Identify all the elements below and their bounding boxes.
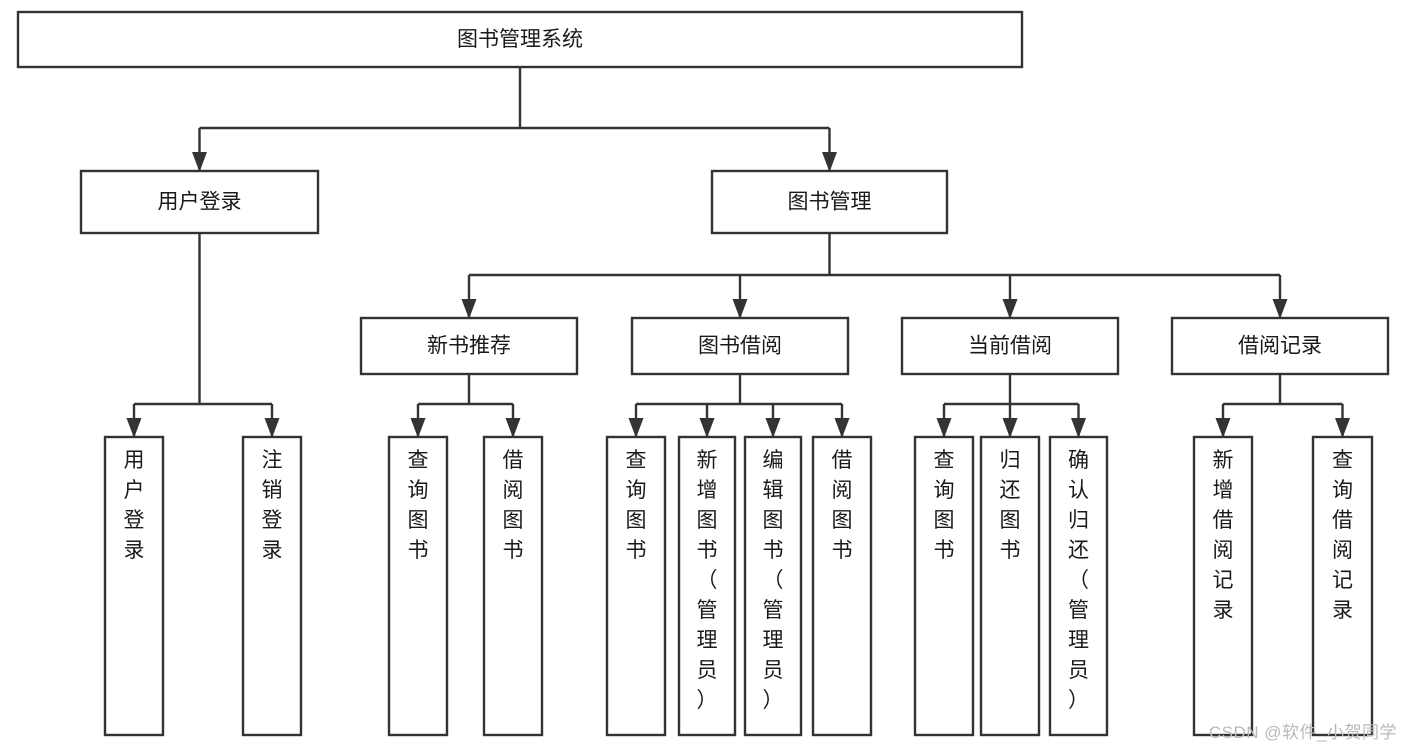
node-label-leaf-borrow-book-rec: 借阅图书 — [503, 449, 524, 562]
node-label-leaf-return-book: 归还图书 — [1000, 449, 1021, 562]
node-box-leaf-confirm-return-admin[interactable] — [1048, 435, 1109, 737]
node-label-leaf-add-borrow-record: 新增借阅记录 — [1213, 449, 1234, 622]
node-label-leaf-borrow-book: 借阅图书 — [832, 449, 853, 562]
arrow-icon-borrow-record — [1272, 299, 1288, 319]
node-box-leaf-borrow-book-rec[interactable] — [482, 435, 544, 737]
node-book-management[interactable]: 图书管理 — [710, 169, 949, 235]
arrow-icon-leaf-query-borrow-record — [1335, 418, 1350, 438]
node-leaf-edit-book-admin[interactable]: 编辑图书（管理员） — [743, 435, 803, 737]
connector-layer — [126, 67, 1350, 438]
node-label-root: 图书管理系统 — [457, 28, 583, 51]
node-label-leaf-user-login: 用户登录 — [124, 449, 145, 562]
node-box-book-borrow[interactable] — [630, 316, 850, 376]
node-label-user-login: 用户登录 — [158, 191, 242, 214]
node-label-borrow-record: 借阅记录 — [1238, 335, 1322, 358]
node-box-leaf-return-book[interactable] — [979, 435, 1041, 737]
arrow-icon-user-login — [192, 152, 207, 172]
node-label-leaf-logout-login: 注销登录 — [262, 449, 283, 562]
node-label-current-borrow: 当前借阅 — [968, 335, 1052, 358]
arrow-icon-leaf-query-book-cur — [936, 418, 952, 438]
node-borrow-record[interactable]: 借阅记录 — [1170, 316, 1390, 376]
node-box-current-borrow[interactable] — [900, 316, 1120, 376]
arrow-icon-current-borrow — [1002, 299, 1018, 319]
node-box-leaf-query-book-cur[interactable] — [913, 435, 975, 737]
arrow-icon-leaf-add-borrow-record — [1215, 418, 1231, 438]
node-leaf-query-book-rec[interactable]: 查询图书 — [387, 435, 449, 737]
node-new-book-recommend[interactable]: 新书推荐 — [359, 316, 579, 376]
node-label-leaf-edit-book-admin: 编辑图书（管理员） — [763, 449, 784, 712]
node-box-leaf-add-borrow-record[interactable] — [1192, 435, 1254, 737]
node-leaf-query-book-cur[interactable]: 查询图书 — [913, 435, 975, 737]
node-book-borrow[interactable]: 图书借阅 — [630, 316, 850, 376]
node-leaf-query-book-borrow[interactable]: 查询图书 — [605, 435, 667, 737]
node-label-leaf-add-book-admin: 新增图书（管理员） — [697, 449, 718, 712]
arrow-icon-leaf-confirm-return-admin — [1071, 418, 1086, 438]
arrow-icon-book-borrow — [732, 299, 748, 319]
node-leaf-add-book-admin[interactable]: 新增图书（管理员） — [677, 435, 737, 737]
node-current-borrow[interactable]: 当前借阅 — [900, 316, 1120, 376]
node-layer: 图书管理系统用户登录图书管理新书推荐图书借阅当前借阅借阅记录用户登录注销登录查询… — [16, 10, 1390, 737]
arrow-icon-book-management — [822, 152, 837, 172]
arrow-icon-new-book-recommend — [461, 299, 477, 319]
node-leaf-return-book[interactable]: 归还图书 — [979, 435, 1041, 737]
arrow-icon-leaf-logout-login — [264, 418, 280, 438]
node-box-leaf-borrow-book[interactable] — [811, 435, 873, 737]
arrow-icon-leaf-user-login — [126, 418, 142, 438]
node-leaf-borrow-book[interactable]: 借阅图书 — [811, 435, 873, 737]
node-label-new-book-recommend: 新书推荐 — [427, 335, 511, 358]
node-box-book-management[interactable] — [710, 169, 949, 235]
node-box-new-book-recommend[interactable] — [359, 316, 579, 376]
node-label-book-management: 图书管理 — [788, 191, 872, 214]
node-box-leaf-add-book-admin[interactable] — [677, 435, 737, 737]
node-label-leaf-query-book-cur: 查询图书 — [934, 449, 955, 562]
node-user-login[interactable]: 用户登录 — [79, 169, 320, 235]
node-box-borrow-record[interactable] — [1170, 316, 1390, 376]
node-box-leaf-query-book-borrow[interactable] — [605, 435, 667, 737]
arrow-icon-leaf-query-book-rec — [410, 418, 426, 438]
node-label-book-borrow: 图书借阅 — [698, 335, 782, 358]
node-leaf-logout-login[interactable]: 注销登录 — [241, 435, 303, 737]
node-label-leaf-query-book-borrow: 查询图书 — [626, 449, 647, 562]
node-leaf-confirm-return-admin[interactable]: 确认归还（管理员） — [1048, 435, 1109, 737]
node-leaf-query-borrow-record[interactable]: 查询借阅记录 — [1311, 435, 1374, 737]
node-box-user-login[interactable] — [79, 169, 320, 235]
arrow-icon-leaf-borrow-book-rec — [505, 418, 521, 438]
node-label-leaf-query-borrow-record: 查询借阅记录 — [1332, 449, 1353, 622]
node-box-leaf-edit-book-admin[interactable] — [743, 435, 803, 737]
node-root[interactable]: 图书管理系统 — [16, 10, 1024, 69]
arrow-icon-leaf-query-book-borrow — [628, 418, 644, 438]
node-leaf-user-login[interactable]: 用户登录 — [103, 435, 165, 737]
csdn-watermark: CSDN @软件_小贺同学 — [1208, 723, 1397, 742]
arrow-icon-leaf-return-book — [1002, 418, 1018, 438]
arrow-icon-leaf-borrow-book — [834, 418, 850, 438]
arrow-icon-leaf-edit-book-admin — [765, 418, 781, 438]
arrow-icon-leaf-add-book-admin — [699, 418, 715, 438]
node-leaf-add-borrow-record[interactable]: 新增借阅记录 — [1192, 435, 1254, 737]
node-box-leaf-query-borrow-record[interactable] — [1311, 435, 1374, 737]
node-label-leaf-query-book-rec: 查询图书 — [408, 449, 429, 562]
node-box-leaf-logout-login[interactable] — [241, 435, 303, 737]
node-box-leaf-user-login[interactable] — [103, 435, 165, 737]
node-box-root[interactable] — [16, 10, 1024, 69]
node-box-leaf-query-book-rec[interactable] — [387, 435, 449, 737]
node-leaf-borrow-book-rec[interactable]: 借阅图书 — [482, 435, 544, 737]
node-label-leaf-confirm-return-admin: 确认归还（管理员） — [1068, 449, 1089, 712]
